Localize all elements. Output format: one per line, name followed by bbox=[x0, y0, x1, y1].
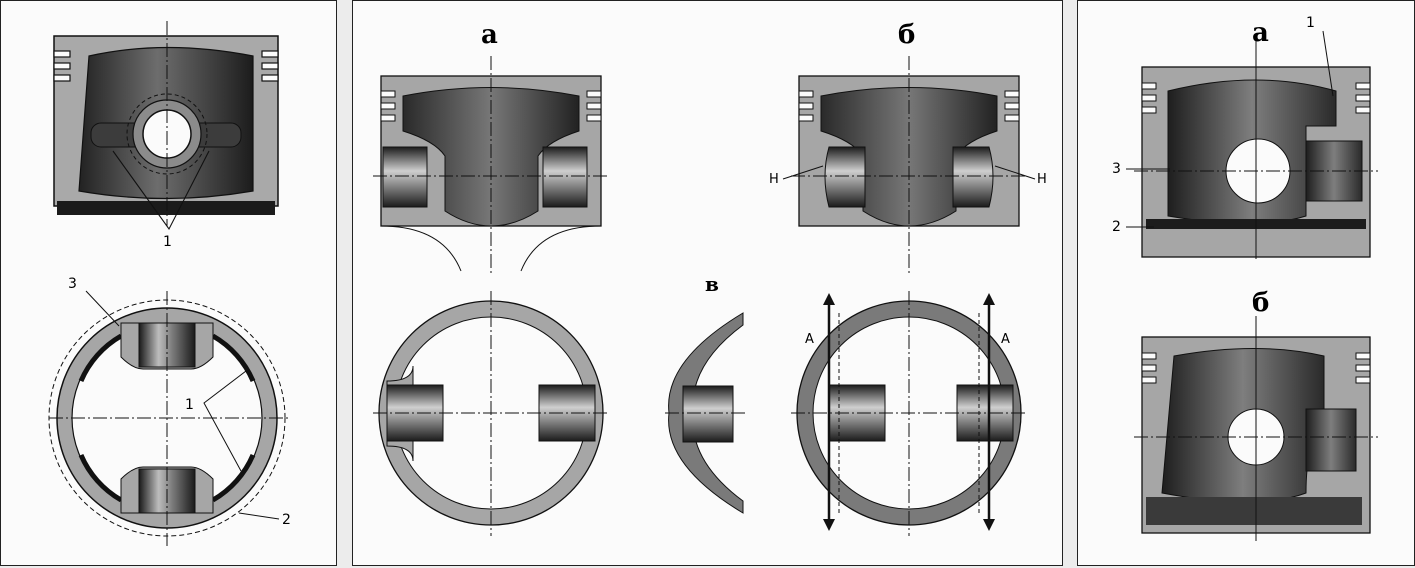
label-variant-b: б bbox=[898, 20, 915, 50]
piston-diagram-left: 1 3 1 2 bbox=[48, 21, 291, 546]
callout-1: 1 bbox=[1306, 15, 1315, 31]
callout-2: 2 bbox=[1112, 219, 1121, 235]
callout-3: 3 bbox=[1112, 161, 1121, 177]
label-h-right: Н bbox=[1037, 172, 1047, 187]
piston-c-section bbox=[665, 312, 747, 514]
label-a-right: А bbox=[1001, 332, 1010, 347]
callout-2: 2 bbox=[282, 512, 291, 528]
label-h-left: Н bbox=[769, 172, 779, 187]
panel-right: а б 1 3 2 bbox=[1077, 0, 1415, 566]
panel-left: 1 3 1 2 bbox=[0, 0, 337, 566]
piston-b-side bbox=[782, 56, 1036, 276]
piston-diagram-middle: а б в Н Н bbox=[373, 20, 1047, 536]
piston-cross-section bbox=[48, 290, 289, 546]
callout-3: 3 bbox=[68, 276, 77, 292]
panel-middle: а б в Н Н bbox=[352, 0, 1063, 566]
piston-a-section bbox=[373, 291, 609, 536]
label-variant-a: а bbox=[1252, 18, 1269, 48]
label-a-left: А bbox=[805, 332, 814, 347]
label-variant-b: б bbox=[1252, 288, 1269, 318]
callout-1-ribs: 1 bbox=[185, 397, 194, 413]
piston-side-view bbox=[53, 21, 279, 231]
piston-diagram-right: а б 1 3 2 bbox=[1112, 15, 1378, 541]
piston-right-a bbox=[1126, 30, 1378, 259]
callout-1-top: 1 bbox=[163, 234, 172, 250]
label-variant-c: в bbox=[705, 272, 719, 296]
piston-b-section bbox=[791, 291, 1027, 536]
piston-right-b bbox=[1134, 316, 1378, 541]
label-variant-a: а bbox=[481, 20, 498, 50]
piston-a-side bbox=[373, 56, 609, 276]
